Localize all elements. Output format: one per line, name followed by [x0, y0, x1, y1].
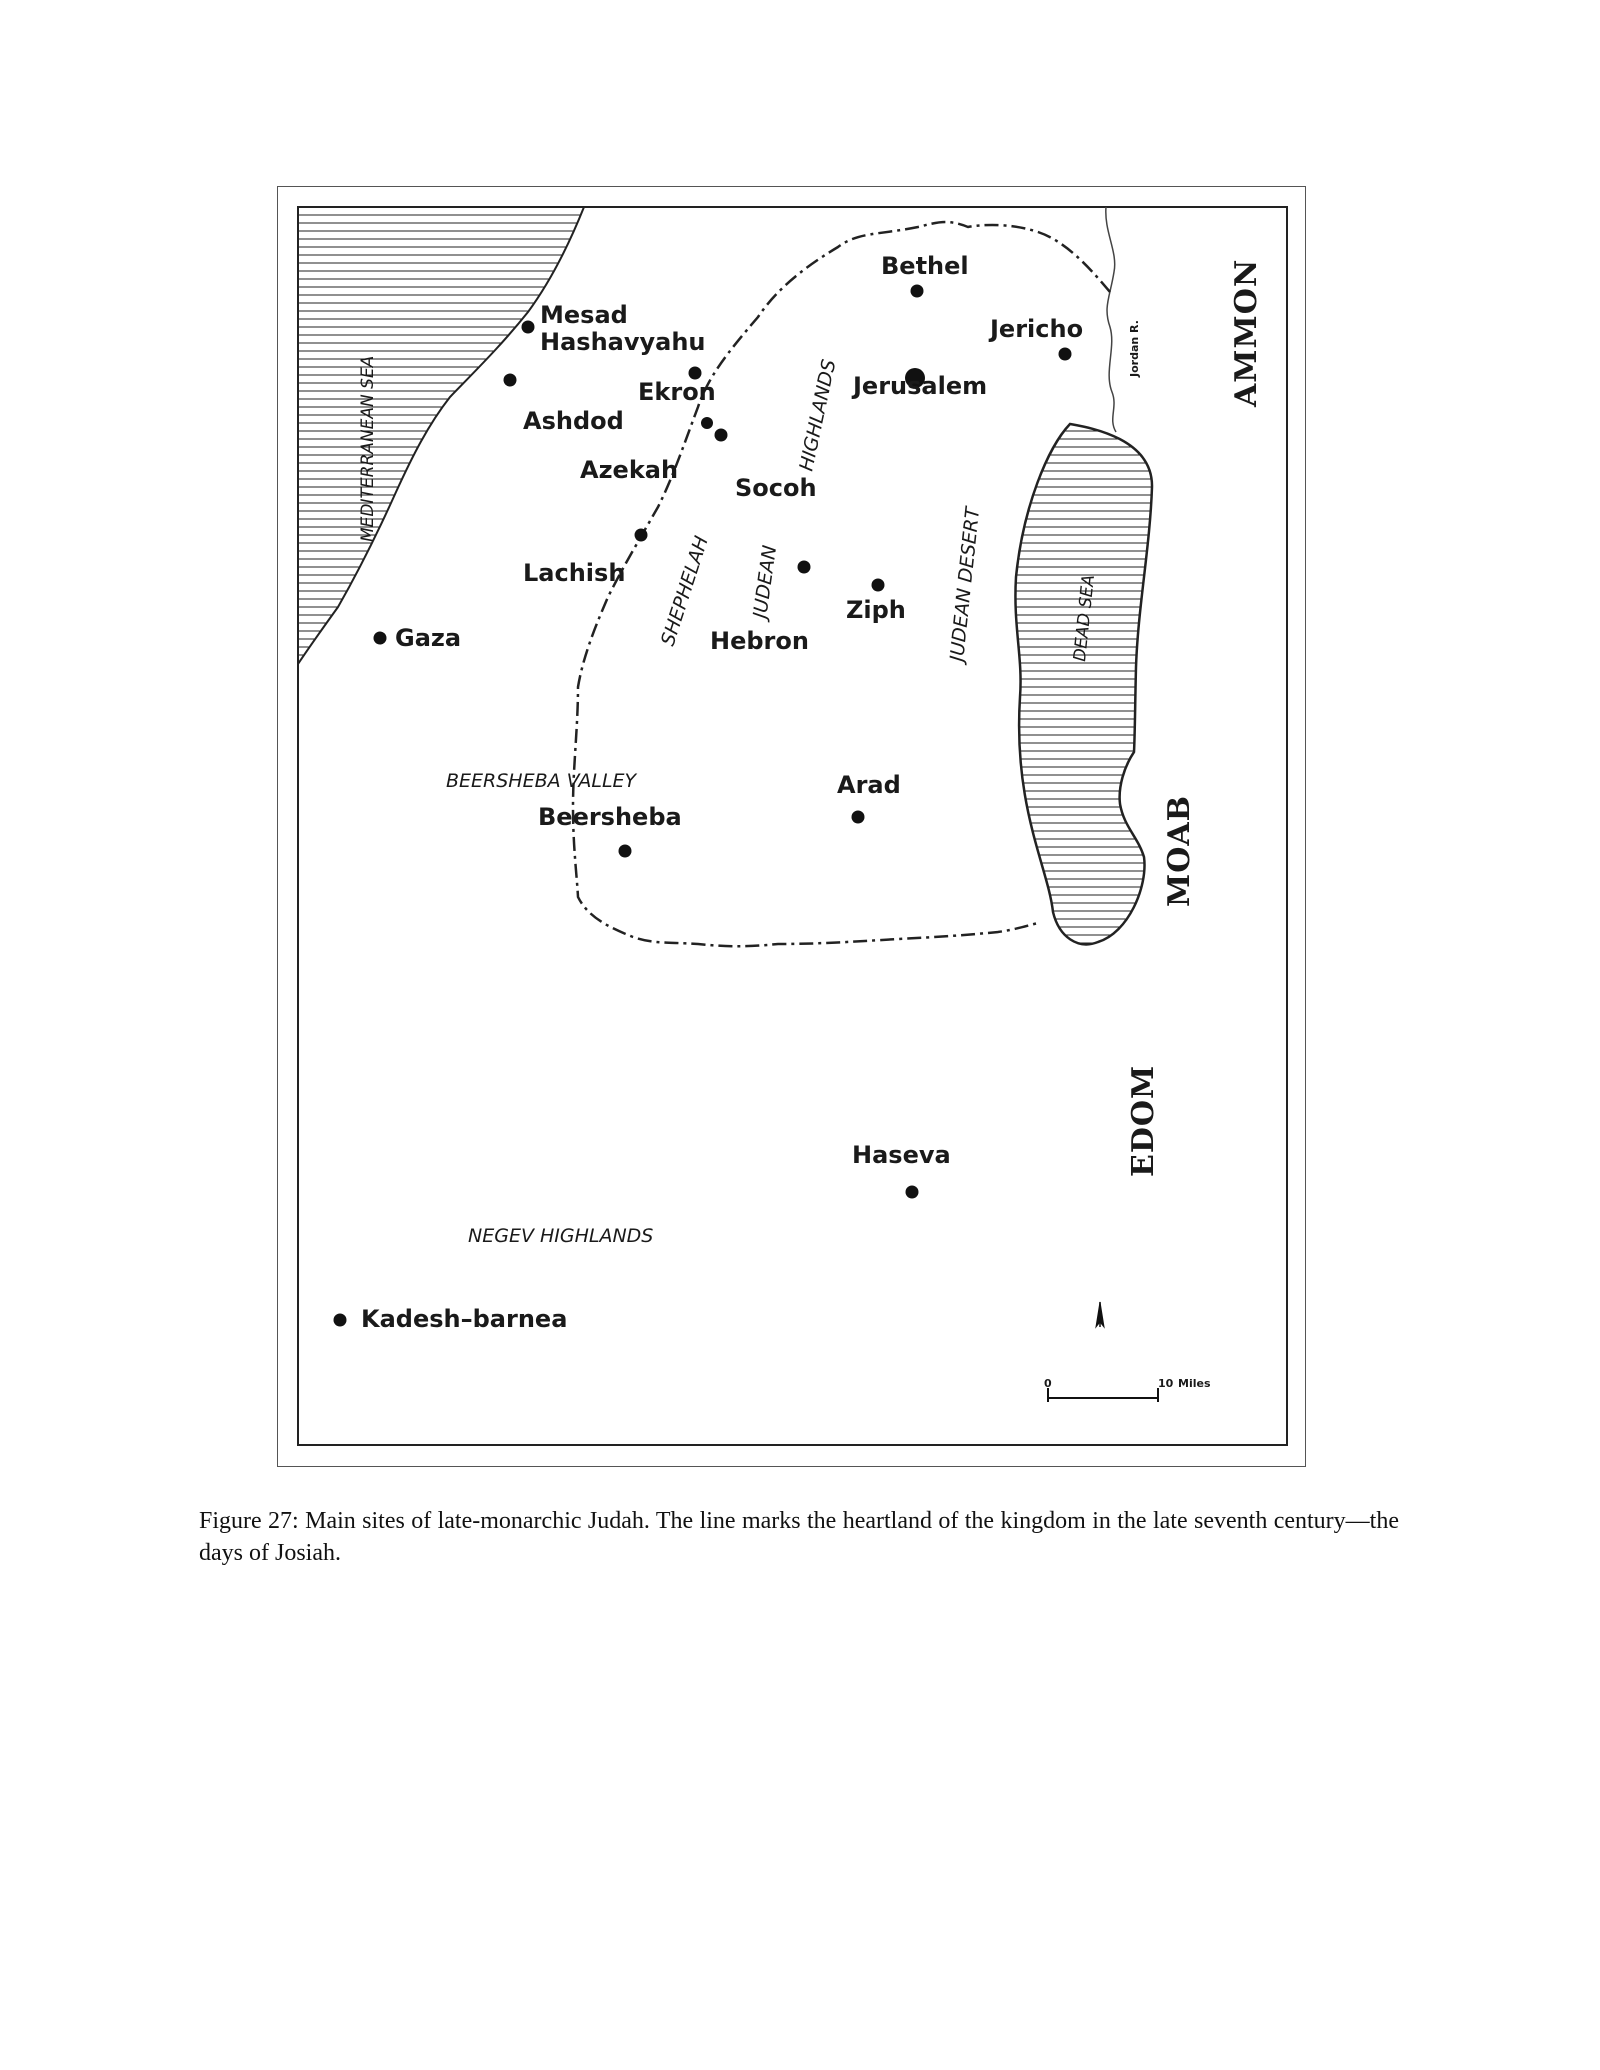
site-label-lachish: Lachish	[523, 559, 625, 587]
site-label-haseva: Haseva	[852, 1141, 951, 1169]
site-label-bethel: Bethel	[881, 252, 969, 280]
site-dot-ekron	[688, 366, 702, 380]
kingdom-boundary	[571, 220, 1111, 948]
nation-label-ammon: AMMON	[1229, 259, 1264, 408]
site-dot-haseva	[905, 1185, 919, 1199]
scale-bar-unit-label: Miles	[1178, 1377, 1211, 1390]
map-inner-border	[297, 206, 1288, 1446]
site-dot-lachish	[634, 528, 648, 542]
region-label-beersheba-valley: BEERSHEBA VALLEY	[446, 770, 638, 792]
site-label-jericho: Jericho	[988, 315, 1083, 343]
site-label-kadesh-barnea: Kadesh–barnea	[361, 1305, 567, 1333]
site-dot-azekah	[701, 417, 713, 429]
site-dot-beersheba	[618, 844, 632, 858]
site-label-ziph: Ziph	[846, 596, 906, 624]
site-dot-ziph	[871, 578, 885, 592]
site-dot-jerusalem	[905, 368, 925, 388]
site-dot-hebron	[797, 560, 811, 574]
dead-sea	[1014, 422, 1154, 946]
mediterranean-sea	[297, 206, 586, 668]
jordan-river	[1105, 206, 1117, 433]
site-label-mesad: Mesad	[540, 301, 628, 329]
site-label-arad: Arad	[837, 771, 901, 799]
site-label-socoh: Socoh	[735, 474, 817, 502]
site-dot-gaza	[373, 631, 387, 645]
figure-caption: Figure 27: Main sites of late-monarchic …	[199, 1508, 1399, 1566]
site-label-hebron: Hebron	[710, 627, 809, 655]
region-label-shephelah: SHEPHELAH	[657, 533, 713, 648]
north-arrow-icon	[1095, 1301, 1105, 1329]
site-dot-jericho	[1058, 347, 1072, 361]
scale-bar	[1047, 1388, 1159, 1402]
region-label-mediterranean-sea: MEDITERRANEAN SEA	[358, 356, 378, 542]
site-label-hashavyahu: Hashavyahu	[540, 328, 706, 356]
region-label-highlands: HIGHLANDS	[795, 358, 840, 473]
site-label-azekah: Azekah	[580, 456, 678, 484]
site-dot-bethel	[910, 284, 924, 298]
site-dot-mesad-hashavyahu	[521, 320, 535, 334]
site-dot-arad	[851, 810, 865, 824]
scale-bar-end-label: 10	[1158, 1377, 1174, 1390]
site-label-beersheba: Beersheba	[538, 803, 682, 831]
site-label-gaza: Gaza	[395, 624, 461, 652]
site-dot-ashdod	[503, 373, 517, 387]
site-dot-socoh	[714, 428, 728, 442]
region-label-judean-desert: JUDEAN DESERT	[946, 505, 985, 667]
map-canvas: Mesad Hashavyahu Ekron Ashdod Azekah Soc…	[297, 206, 1288, 1446]
nation-label-moab: MOAB	[1162, 795, 1197, 907]
region-label-jordan-river: Jordan R.	[1128, 320, 1141, 378]
site-label-jerusalem: Jerusalem	[851, 372, 987, 400]
region-label-judean: JUDEAN	[749, 544, 782, 624]
nation-label-edom: EDOM	[1126, 1065, 1161, 1177]
scale-bar-start-label: 0	[1044, 1377, 1052, 1390]
site-dot-kadesh-barnea	[333, 1313, 347, 1327]
site-label-ekron: Ekron	[638, 378, 716, 406]
region-label-negev-highlands: NEGEV HIGHLANDS	[468, 1225, 653, 1247]
site-label-ashdod: Ashdod	[523, 407, 624, 435]
map-frame: Mesad Hashavyahu Ekron Ashdod Azekah Soc…	[277, 186, 1306, 1467]
